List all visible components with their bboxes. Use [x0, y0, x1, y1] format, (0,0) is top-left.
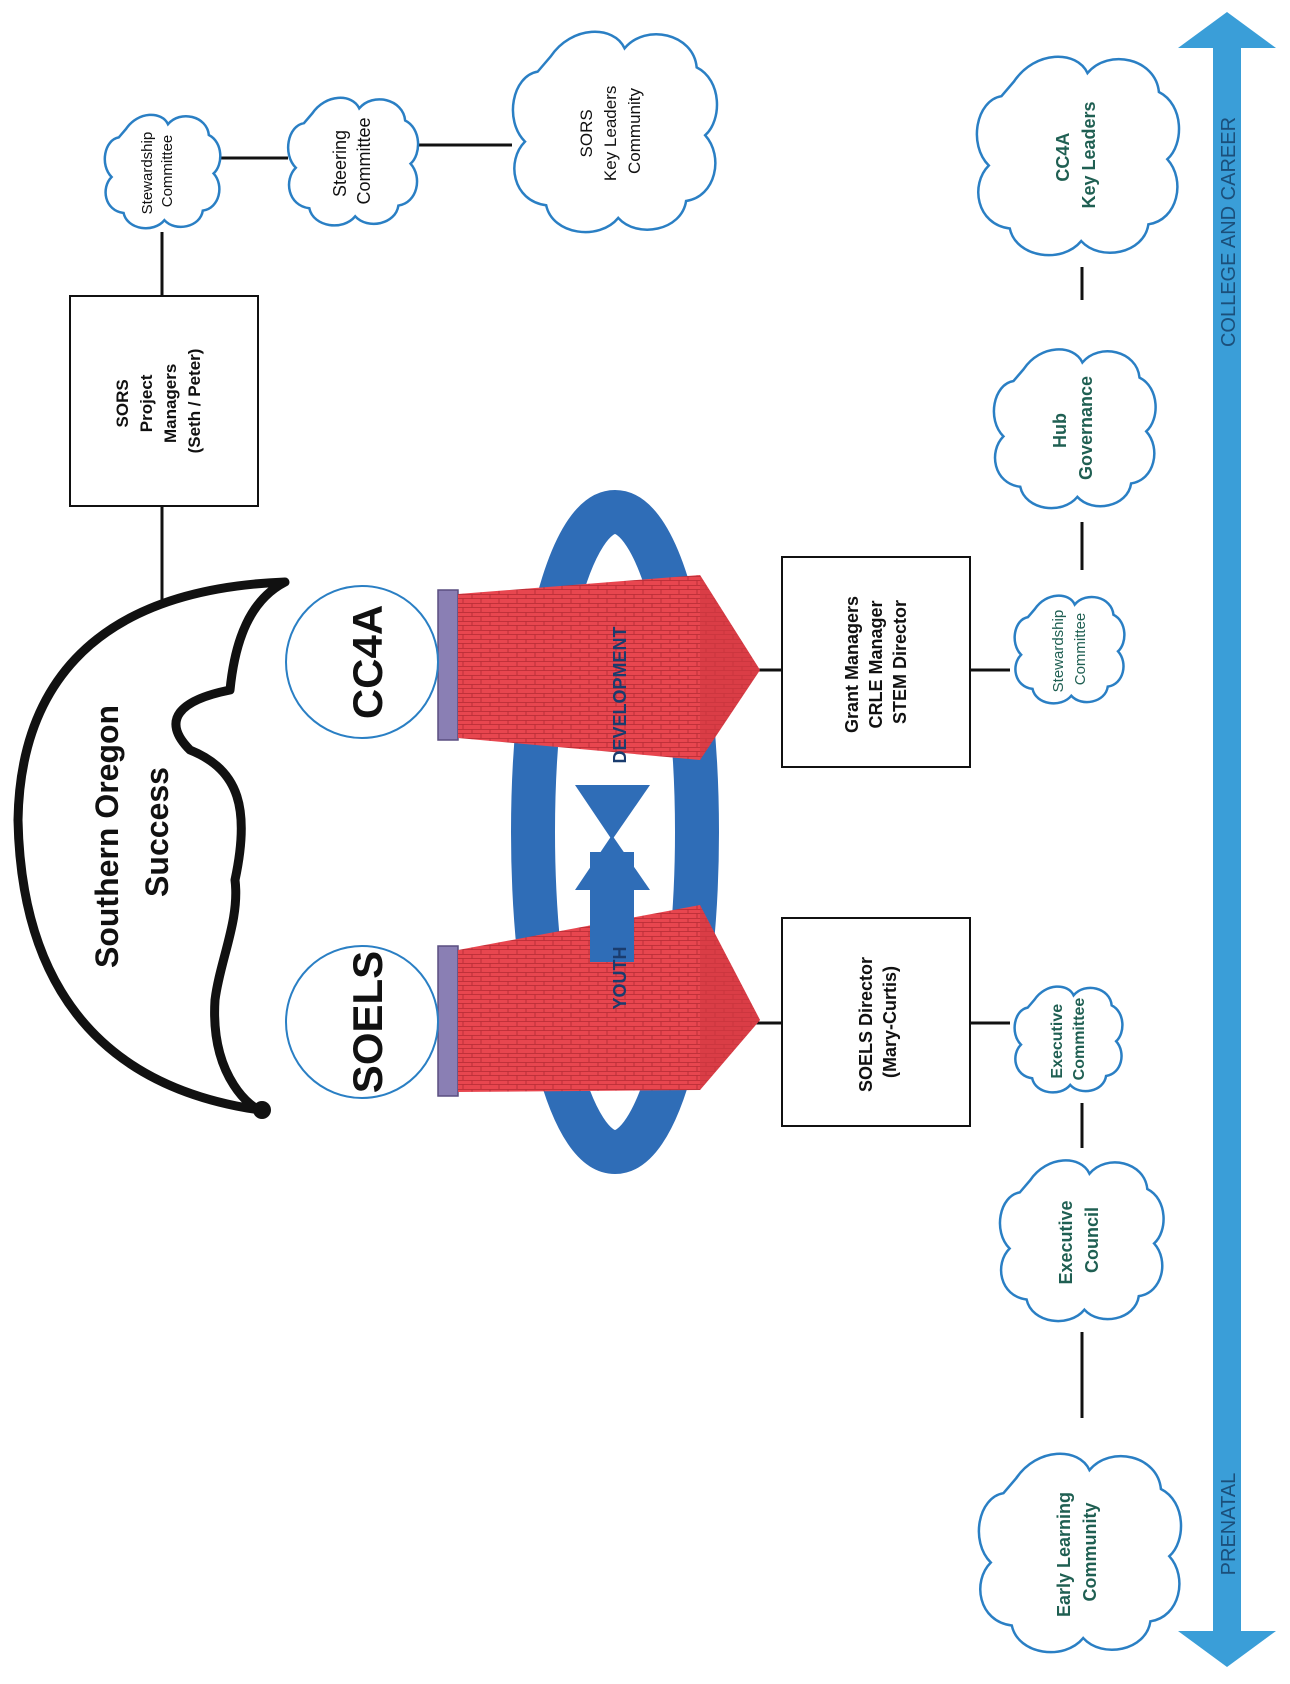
development-label: DEVELOPMENT [610, 626, 630, 763]
ring-arrows [575, 785, 650, 962]
youth-label: YOUTH [610, 947, 630, 1010]
hub-governance-cloud [992, 348, 1157, 510]
soels-director-box [781, 917, 971, 1127]
steering-label: Steering Committee [330, 117, 374, 204]
timeline-bar [1178, 12, 1276, 1667]
sos-title: Southern Oregon Success [89, 696, 175, 968]
sors-key-leaders-label: SORS Key Leaders Community [577, 81, 644, 181]
soels-hub-circle [285, 945, 439, 1099]
cc4a-pillar [437, 575, 760, 760]
cc4a-key-leaders-cloud [975, 55, 1181, 257]
youth-development-ring [511, 490, 719, 1174]
executive-committee-label: Executive Committee [1049, 998, 1088, 1081]
sors-pm-label: SORS Project Managers (Seth / Peter) [113, 349, 204, 454]
prenatal-label: PRENATAL [1218, 1473, 1240, 1576]
sors-stewardship-label: Stewardship Committee [139, 128, 176, 215]
grant-managers-label: Grant Managers CRLE Manager STEM Directo… [842, 591, 910, 733]
sors-pm-box [69, 295, 259, 507]
connector-lines [160, 143, 1084, 1418]
grant-managers-box [781, 556, 971, 768]
executive-council-label: Executive Council [1056, 1195, 1102, 1284]
cc4a-key-leaders-label: CC4A Key Leaders [1053, 101, 1099, 208]
college-career-label: COLLEGE AND CAREER [1218, 117, 1240, 347]
cc4a-hub-circle [285, 585, 439, 739]
sos-arc [13, 577, 290, 1119]
cc4a-hub-label: CC4A [344, 605, 391, 719]
hub-governance-label: Hub Governance [1050, 376, 1096, 480]
soels-hub-label: SOELS [344, 951, 391, 1093]
cc4a-stewardship-label: Stewardship Committee [1050, 606, 1089, 693]
cc4a-stewardship-cloud [1013, 594, 1126, 705]
early-learning-label: Early Learning Community [1054, 1487, 1100, 1617]
soels-pillar [437, 905, 760, 1097]
soels-director-label: SOELS Director (Mary-Curtis) [856, 952, 900, 1092]
executive-committee-cloud [1013, 985, 1124, 1094]
